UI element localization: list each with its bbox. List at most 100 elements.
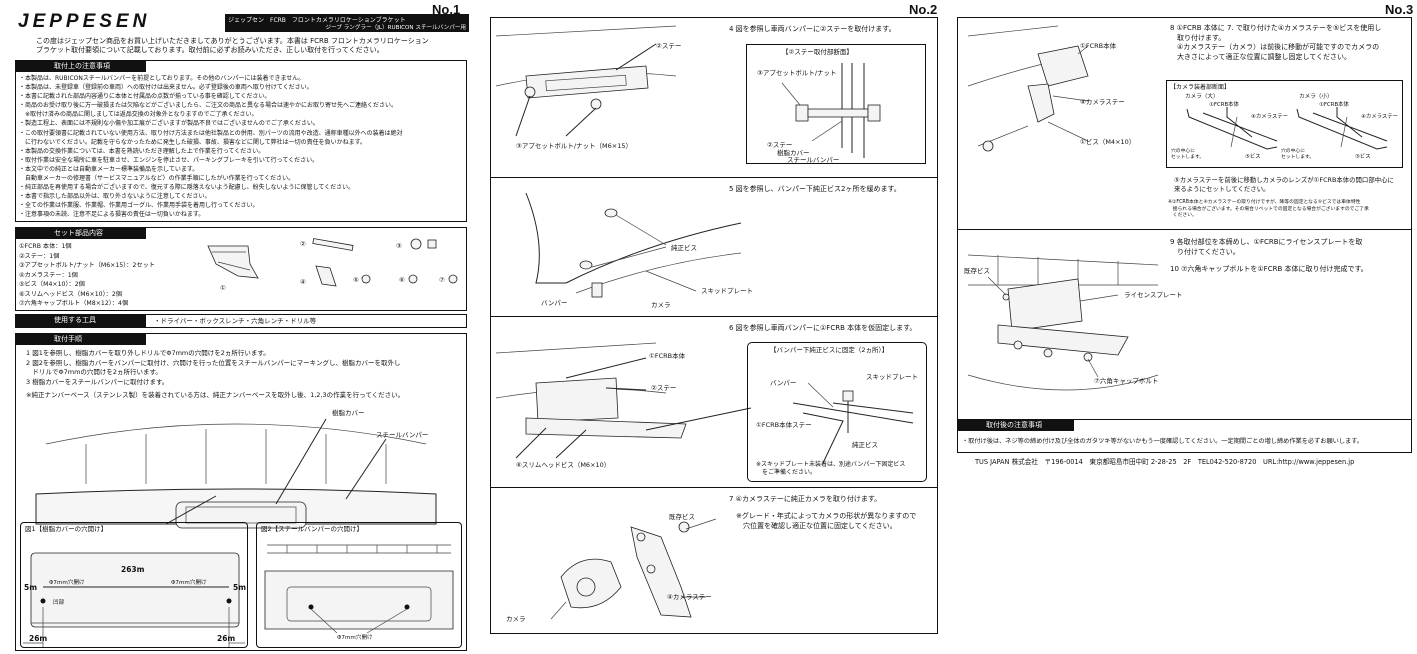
parts-title: セット部品内容 <box>16 228 146 239</box>
tools-text: ・ドライバー・ボックスレンチ・六角レンチ・ドリル等 <box>154 317 317 325</box>
s8-camstay-label: ④カメラステー <box>1080 98 1125 106</box>
part-item: ⑦六角キャップボルト（M8×12）：4個 <box>19 300 129 307</box>
s6-fix-bodystay: ①FCRB本体ステー <box>756 421 812 429</box>
caution-item: ・製造工程上、表面には不規則な小傷や加工痕がございますが製品不良ではございません… <box>19 120 319 128</box>
s5-bumper-label: バンパー <box>541 299 568 307</box>
dim-5-right: 5m <box>233 583 247 592</box>
step-9-drawing <box>967 254 1159 391</box>
figure-1: 図1【樹脂カバーの穴開け】 263m 5m 5m Φ7mm穴開け Φ7mm穴開け… <box>20 522 248 648</box>
cam-body-2: ①FCRB本体 <box>1319 102 1349 108</box>
hole-label-a: Φ7mm穴開け <box>49 580 85 586</box>
svg-text:①: ① <box>220 284 226 292</box>
caution-item: ・純正部品を再使用する場合がございますので、復元する際に隠落えないよう配慮し、紛… <box>19 184 355 192</box>
step-9-text: 9 各取付部位を本締めし、①FCRBにライセンスプレートを取 り付けてください。 <box>1170 238 1363 256</box>
s4-section-drawing <box>781 63 881 158</box>
page-number: No.1 <box>432 2 461 17</box>
s8-note: ⑤カメラステーを前後に移動しカメラのレンズが①FCRB本体の開口部中心に来るよう… <box>1174 176 1394 193</box>
svg-text:⑥: ⑥ <box>399 276 405 284</box>
s7-camstay-label: ④カメラステー <box>667 593 712 601</box>
after-text: ・取付け後は、ネジ等の締め付け及び全体のガタツキ等がないかもう一度確認してくださ… <box>962 438 1363 445</box>
cam-stay-2: ④カメラステー <box>1361 114 1399 120</box>
step-7-drawing <box>550 518 717 620</box>
caution-item: ・取付作業は安全な場所に車を駐車させ、エンジンを停止させ、パーキングブレーキを引… <box>19 156 319 164</box>
s6-fix-note: ※スキッドプレート未装着は、別途バンパー下固定ビス をご準備ください。 <box>756 461 906 476</box>
step-4: 4 図を参照し車両バンパーに②ステーを取付けます。 ②ステー ③アプセットボルト… <box>491 18 937 178</box>
step-8: 8 ①FCRB 本体に 7. で取り付けた④カメラステーを⑤ビスを使用し 取り付… <box>958 18 1411 230</box>
cam-set-1: 穴の中心に セットします。 <box>1171 149 1205 160</box>
dim-263: 263m <box>121 565 145 574</box>
s4-section-box: 【②ステー取付部断面】 ③アプセットボルト/ナット ②ステー 樹脂カバー スチー… <box>746 44 926 164</box>
cautions-section: 取付上の注意事項 ・本製品は、RUBICONスチールバンパーを前提としております… <box>15 60 467 222</box>
header-band: ジェップセン FCRB フロントカメラリロケーションブラケット ジープ ラングラ… <box>225 14 469 32</box>
cam-body-1: ①FCRB本体 <box>1209 102 1239 108</box>
step-6-text: 6 図を参照し車両バンパーに①FCRB 本体を仮固定します。 <box>729 324 917 332</box>
s9-plate-label: ライセンスプレート <box>1124 291 1183 299</box>
cautions-title: 取付上の注意事項 <box>16 61 146 72</box>
svg-text:②: ② <box>300 240 306 248</box>
caution-item: ・商品のお受け取り後に万一破損または欠陥などがございましたら、ご注文の商品と異な… <box>19 102 398 110</box>
s4-section-bumper: スチールバンパー <box>787 156 840 164</box>
part-item: ③アプセットボルト/ナット（M6×15）：2セット <box>19 262 155 269</box>
s6-screw-label: ⑥スリムヘッドビス（M6×10） <box>516 461 611 469</box>
caution-item: ・本書で指示した部品以外は、取り外さないように注意してください。 <box>19 193 211 201</box>
s6-body-label: ①FCRB本体 <box>649 352 686 360</box>
caution-item: ・本製品は、未登録車（登録前の車両）への取付けは出来ません。必ず登録後の車両へ取… <box>19 84 313 92</box>
step-10-text: 10 ⑦六角キャップボルトを①FCRB 本体に取り付け完成です。 <box>1170 265 1368 273</box>
figure-2-drawing <box>264 544 454 634</box>
cam-section-title: 【カメラ装着部断面】 <box>1170 84 1231 91</box>
step-4-text: 4 図を参照し車両バンパーに②ステーを取付けます。 <box>729 25 896 33</box>
after-title: 取付後の注意事項 <box>958 420 1074 431</box>
s8-screw-label: ①ビス（M4×10） <box>1080 138 1136 146</box>
svg-text:⑦: ⑦ <box>439 276 445 284</box>
step-6-drawing <box>495 342 752 459</box>
part-item: ④カメラステー：1個 <box>19 271 78 279</box>
cam-screw-2: ⑤ビス <box>1355 154 1371 160</box>
svg-text:⑤: ⑤ <box>353 276 359 284</box>
s5-screw-label: 純正ビス <box>671 244 697 252</box>
s7-screw-label: 既存ビス <box>669 513 695 521</box>
steps-list: 1 図1を参照し、樹脂カバーを取り外しドリルでΦ7mmの穴開けを2ヵ所行います。… <box>26 349 401 386</box>
camera-section-box: 【カメラ装着部断面】 カメラ（大） カメラ（小） ①FCRB本体 ①FCRB本体… <box>1166 80 1403 168</box>
page-3-frame: 8 ①FCRB 本体に 7. で取り付けた④カメラステーを⑤ビスを使用し 取り付… <box>957 17 1412 453</box>
figure-2-title: 図2【スチールバンパーの穴開け】 <box>261 525 363 533</box>
dim-26-left: 26m <box>29 634 48 643</box>
s7-camera-label: カメラ <box>506 615 526 623</box>
pointer-lines <box>165 495 217 525</box>
company-info: TUS JAPAN 株式会社 〒196-0014 東京都昭島市田中町 2-28-… <box>975 458 1355 466</box>
cam-set-2: 穴の中心に セットします。 <box>1281 149 1315 160</box>
s5-camera-label: カメラ <box>651 301 671 309</box>
caution-item: ・本製品の交換作業については、本書を熟読いただき理解した上で作業を行ってください… <box>19 147 265 155</box>
s4-stay-label: ②ステー <box>656 42 682 50</box>
step-7-note: ※グレード・年式によってカメラの形状が異なりますので 穴位置を確認し適正な位置に… <box>736 512 917 530</box>
cautions-list: ・本製品は、RUBICONスチールバンパーを前提としております。その他のバンパー… <box>19 74 403 220</box>
page-2-frame: 4 図を参照し車両バンパーに②ステーを取付けます。 ②ステー ③アプセットボルト… <box>490 17 938 634</box>
dim-26-right: 26m <box>217 634 236 643</box>
s4-section-bolt: ③アプセットボルト/ナット <box>757 69 837 77</box>
step-4-drawing <box>495 25 677 137</box>
camera-section-drawing <box>1186 107 1388 150</box>
step-6: 6 図を参照し車両バンパーに①FCRB 本体を仮固定します。 ①FCRB本体 ②… <box>491 318 937 488</box>
caution-item: ・本文中での純正とは自動車メーカー標準装備品を示しています。 <box>19 165 199 173</box>
caution-item: ・全ての作業は作業服、作業帽、作業用ゴーグル、作業用手袋を着用し行ってください。 <box>19 202 259 210</box>
part-item: ②ステー：1個 <box>19 252 60 260</box>
step-8-text: 8 ①FCRB 本体に 7. で取り付けた④カメラステーを⑤ビスを使用し 取り付… <box>1170 24 1382 61</box>
step-5-text: 5 図を参照し、バンパー下純正ビス2ヶ所を緩めます。 <box>729 185 901 193</box>
caution-item: ※取付け済みの商品に関しましては返品交換の対象外となりますのでご了承ください。 <box>19 111 258 119</box>
brand-logo: JEPPESEN <box>18 11 151 32</box>
s9-bolt-label: ⑦六角キャップボルト <box>1094 377 1159 385</box>
page-1: JEPPESEN No.1 ジェップセン FCRB フロントカメラリロケーション… <box>0 0 470 654</box>
caution-item: 自動車メーカーの修理書（サービスマニュアルなど）の作業手順にしたがい作業を行って… <box>19 175 295 183</box>
notch-label: 凹部 <box>53 600 65 606</box>
bumper-illustration <box>35 418 437 529</box>
s6-fix-screw: 純正ビス <box>852 441 878 449</box>
s6-fix-box: 【バンパー下純正ビスに固定（2ヵ所）】 バンパー スキッドプレート ①FCRB本… <box>747 342 927 482</box>
page-number: No.3 <box>1385 2 1414 17</box>
s8-small-note: ※①FCRB本体と④カメラステーの取り付けですが、降等の固定となる⑤ビスでは車体… <box>1168 200 1369 218</box>
steps-title: 取付手順 <box>16 334 146 345</box>
s9-screw-label: 既存ビス <box>964 267 990 275</box>
parts-illustration: ① ② ③ ④ ⑤ ⑥ ⑦ <box>207 238 458 292</box>
header-line-1: ジェップセン FCRB フロントカメラリロケーションブラケット <box>228 17 406 24</box>
dim-5-left: 5m <box>24 583 38 592</box>
step-8-drawing <box>967 25 1089 152</box>
